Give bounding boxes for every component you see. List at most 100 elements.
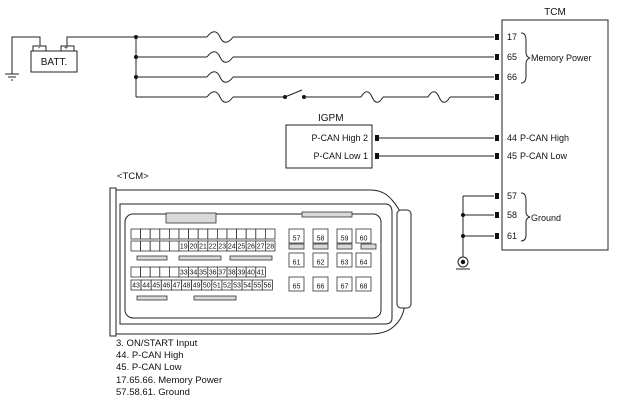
igpm-title: IGPM [318,113,344,124]
terminal-57-cell [288,228,305,244]
igpm-pin-pcan-high-2: P-CAN High 2 [311,133,368,143]
tcm-pin-61: 61 [507,231,517,241]
cavity-35-label: 35 [199,270,207,277]
cavity-45-label: 45 [152,283,160,290]
terminal-64-cell [355,252,372,268]
cavity-26-label: 26 [247,244,255,251]
cavity-28-cell [264,240,276,252]
pin-legend: 3. ON/START Input 44. P-CAN High 45. P-C… [116,338,222,399]
cavity-blank-cell [178,228,190,240]
memory-power-wires [134,31,494,103]
legend-line-on-start: 3. ON/START Input [116,338,198,349]
cavity-56-cell [261,279,273,291]
cavity-43-label: 43 [132,283,140,290]
terminal-gap-cell [312,243,329,250]
cavity-53-label: 53 [233,283,241,290]
terminal-64-label: 64 [360,260,368,267]
cavity-blank-cell [168,266,180,278]
legend-line-pcan-high: 44. P-CAN High [116,350,184,362]
terminal-60-cell [355,228,372,244]
battery: - + BATT. [5,36,136,81]
cavity-55-label: 55 [253,283,261,290]
cavity-blank-cell [130,240,142,252]
svg-text:-: - [38,45,41,52]
cavity-blank-cell [197,228,209,240]
terminal-66-cell [312,276,329,292]
cavity-41-label: 41 [257,270,265,277]
cavity-41-cell [255,266,266,278]
tcm-pin-58: 58 [507,210,517,220]
terminal-60-label: 60 [360,236,368,243]
tcm-pin-17: 17 [507,32,517,42]
cavity-blank-cell [188,228,199,240]
cavity-blank-cell [255,228,266,240]
cavity-23-label: 23 [218,244,226,251]
terminal-58-cell [312,228,329,244]
terminal-68-label: 68 [360,284,368,291]
cavity-37-label: 37 [218,270,226,277]
terminal-62-label: 62 [317,260,325,267]
terminal-65-label: 65 [293,284,301,291]
terminal-68-cell [355,276,372,292]
tcm-pin-44: 44 [507,133,517,143]
cavity-blank-cell [149,228,161,240]
cavity-blank-cell [226,228,238,240]
connector-title: <TCM> [117,171,149,182]
cavity-blank-cell [207,228,218,240]
cavity-47-label: 47 [173,283,181,290]
tcm-pin-45-label: P-CAN Low [520,151,568,161]
cavity-25-label: 25 [238,244,246,251]
cavity-33-label: 33 [180,270,188,277]
cavity-blank-cell [168,240,180,252]
terminal-59-label: 59 [341,236,349,243]
terminal-63-label: 63 [341,260,349,267]
cavity-blank-cell [245,228,257,240]
cavity-blank-cell [140,228,151,240]
cavity-key-cell [193,295,237,301]
legend-line-ground: 57.58.61. Ground [116,386,190,398]
terminal-66-label: 66 [317,284,325,291]
cavity-blank-cell [159,266,170,278]
cavity-key-cell [178,255,222,261]
cavity-50-label: 50 [203,283,211,290]
cavity-24-label: 24 [228,244,236,251]
cavity-39-label: 39 [238,270,246,277]
terminal-67-cell [336,276,353,292]
legend-line-memory-power: 17.65.66. Memory Power [116,374,223,386]
cavity-blank-cell [159,240,170,252]
cavity-blank-cell [264,228,276,240]
cavity-blank-cell [130,228,142,240]
cavity-19-label: 19 [180,244,188,251]
cavity-blank-cell [159,228,170,240]
terminal-65-cell [288,276,305,292]
cavity-blank-cell [149,240,161,252]
tcm-pin-65: 65 [507,52,517,62]
cavity-38-label: 38 [228,270,236,277]
legend-line-pcan-low: 45. P-CAN Low [116,362,182,374]
terminal-57-label: 57 [293,236,301,243]
terminal-63-cell [336,252,353,268]
tcm-module: TCM 17 65 66 44 P-CAN High 45 P-CAN Low … [495,7,609,251]
terminal-62-cell [312,252,329,268]
cavity-22-label: 22 [209,244,217,251]
cavity-27-label: 27 [257,244,265,251]
cavity-34-label: 34 [190,270,198,277]
cavity-49-label: 49 [193,283,201,290]
terminal-gap-cell [336,243,353,250]
cavity-46-label: 46 [162,283,170,290]
cavity-54-label: 54 [243,283,251,290]
tcm-pin-66: 66 [507,72,517,82]
memory-power-label: Memory Power [531,53,592,63]
cavity-blank-cell [216,228,228,240]
ground-label: Ground [531,213,561,223]
cavity-blank-cell [236,228,247,240]
tcm-pin-44-label: P-CAN High [520,133,569,143]
terminal-61-label: 61 [293,260,301,267]
terminal-61-cell [288,252,305,268]
cavity-blank-cell [149,266,161,278]
tcm-pin-57: 57 [507,191,517,201]
